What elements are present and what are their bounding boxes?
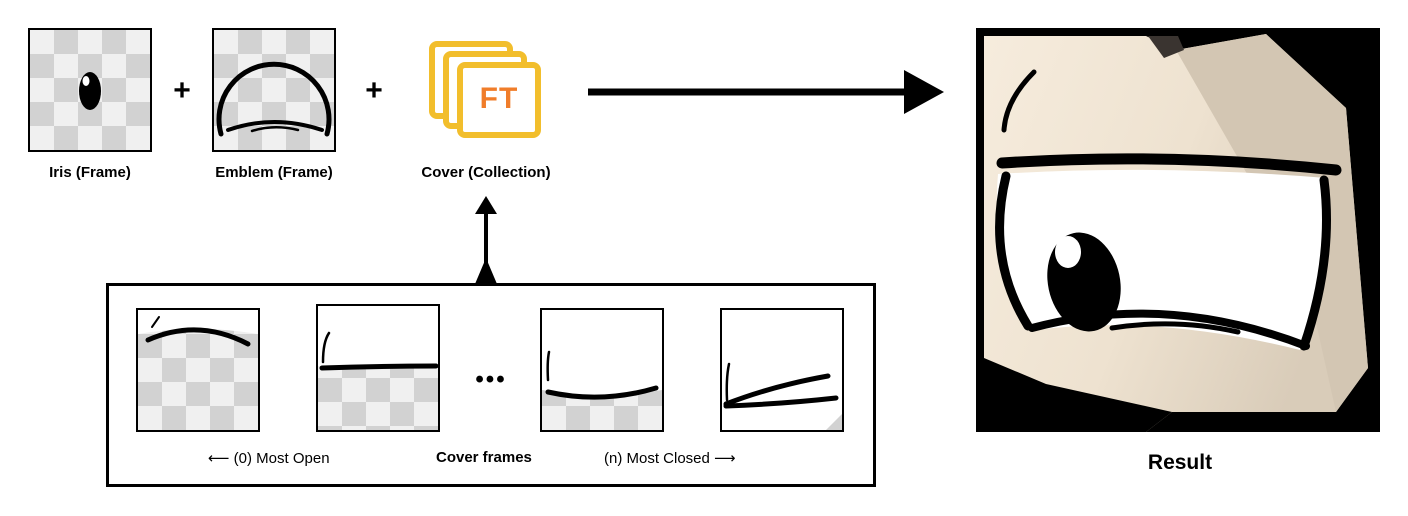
up-arrow	[475, 196, 497, 284]
ellipsis: •••	[475, 366, 507, 393]
plus-operator: +	[173, 74, 191, 107]
cover-frame-closed	[720, 308, 844, 432]
result-eye-render	[984, 34, 1368, 432]
cover-frame-mostly-closed	[540, 308, 664, 432]
collection-icon-text: FT	[479, 82, 519, 115]
most-open-caption: ⟵ (0) Most Open	[208, 450, 330, 467]
cover-label: Cover (Collection)	[421, 164, 551, 181]
iris-graphic	[79, 72, 101, 110]
result-label: Result	[1147, 451, 1213, 474]
emblem-frame-tile	[212, 28, 336, 152]
plus-operator: +	[365, 74, 383, 107]
iris-label: Iris (Frame)	[49, 164, 131, 181]
emblem-graphic	[216, 61, 332, 137]
iris-frame-tile	[28, 28, 152, 152]
most-closed-caption: (n) Most Closed ⟶	[604, 450, 736, 467]
emblem-label: Emblem (Frame)	[215, 164, 333, 181]
collection-icon: FT	[428, 40, 544, 140]
cover-frame-open	[136, 308, 260, 432]
cover-frame-half	[316, 304, 440, 432]
result-arrow	[588, 70, 944, 114]
cover-frames-title: Cover frames	[436, 449, 532, 466]
cover-frames-box	[106, 283, 876, 487]
result-image	[976, 28, 1380, 432]
